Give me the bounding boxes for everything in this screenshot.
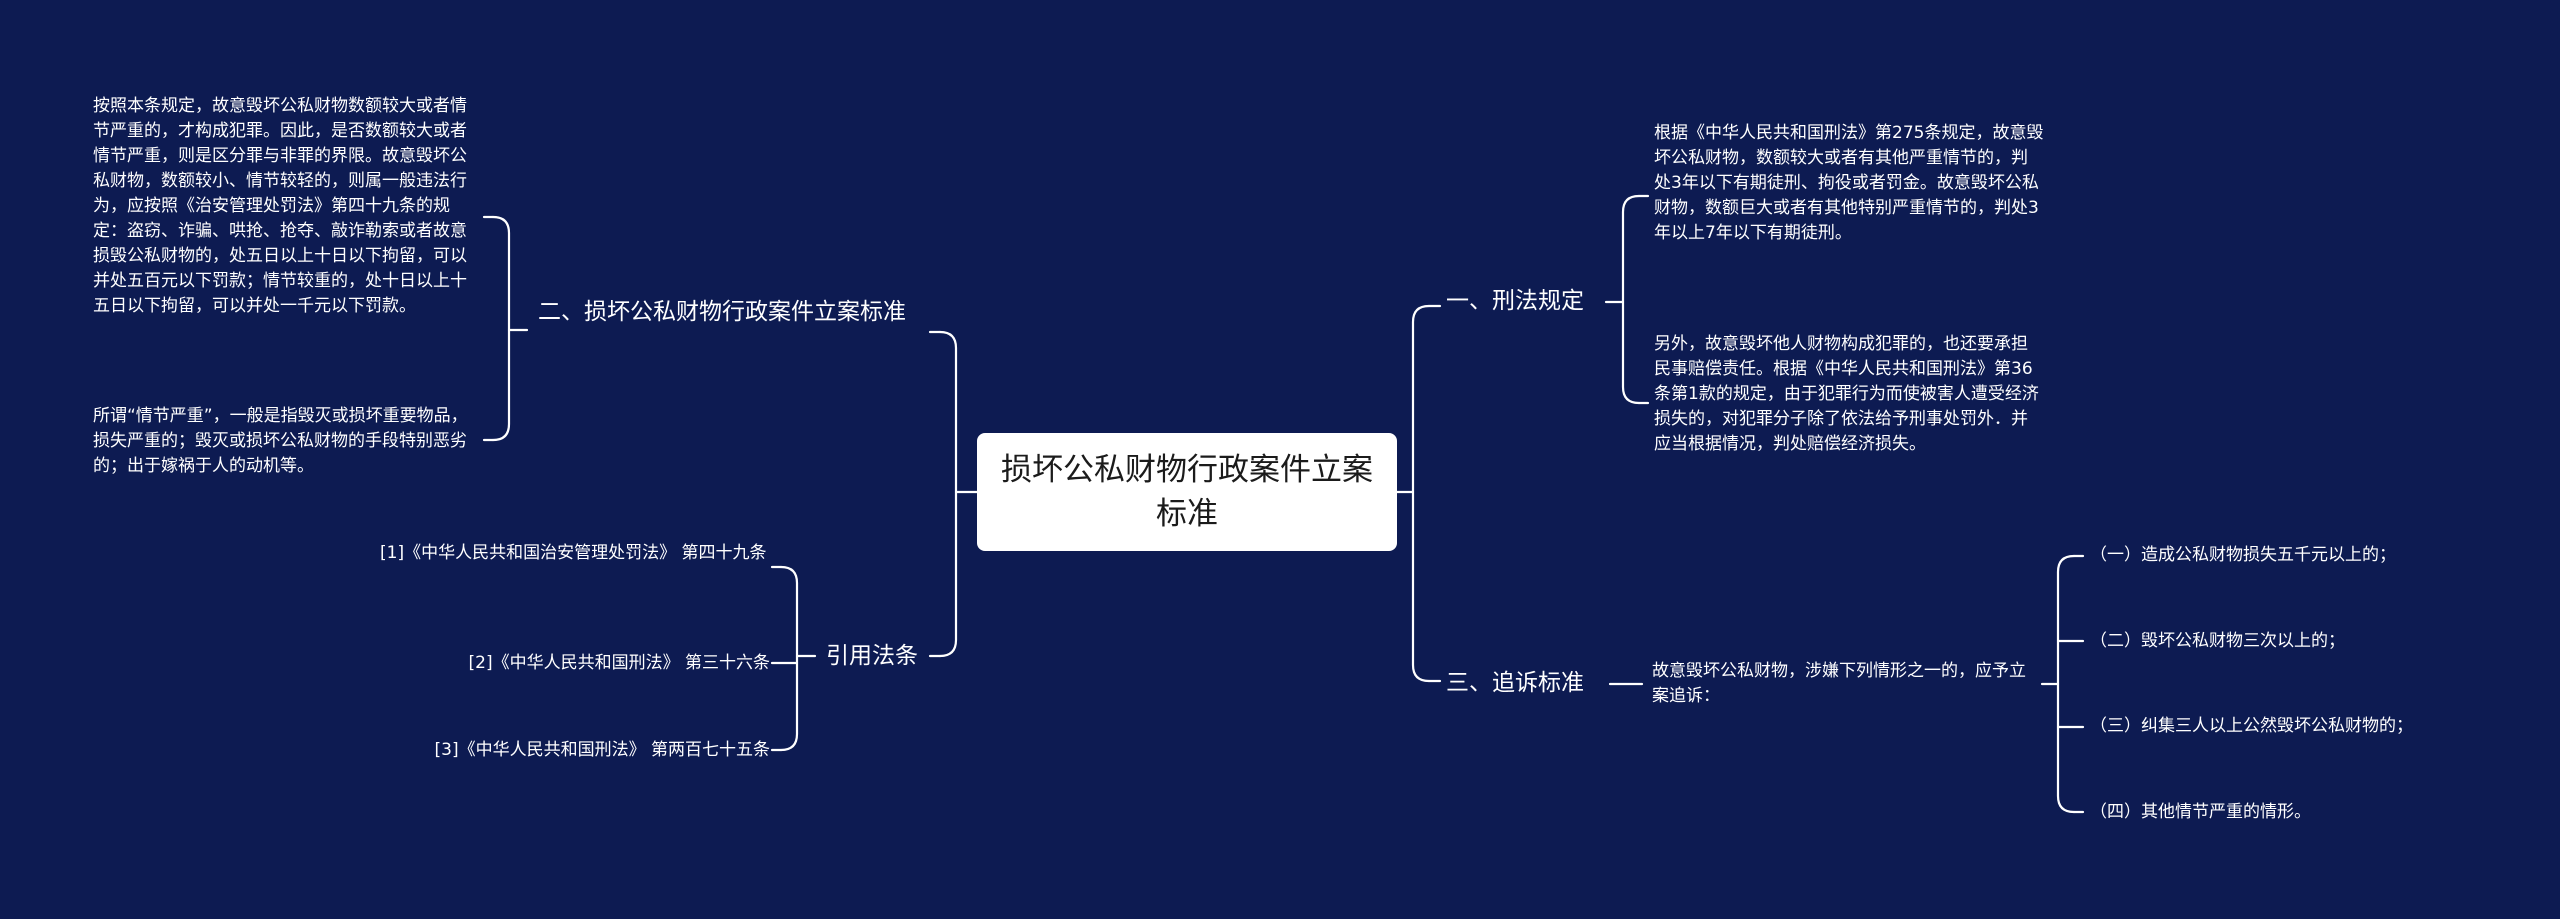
leaf-cited-law-3[interactable]: [3]《中华人民共和国刑法》 第两百七十五条 bbox=[434, 740, 770, 760]
leaf-prosecution-item-2[interactable]: （二）毁坏公私财物三次以上的； bbox=[2090, 631, 2345, 651]
leaf-prosecution-item-4[interactable]: （四）其他情节严重的情形。 bbox=[2090, 802, 2311, 822]
branch-criminal-law[interactable]: 一、刑法规定 bbox=[1446, 288, 1584, 314]
leaf-admin-serious-circumstances[interactable]: 所谓“情节严重”，一般是指毁灭或损坏重要物品，损失严重的；毁灭或损坏公私财物的手… bbox=[93, 406, 468, 476]
leaf-prosecution-intro[interactable]: 故意毁坏公私财物，涉嫌下列情形之一的，应予立案追诉： bbox=[1652, 661, 2026, 706]
connector-left-trunk bbox=[938, 330, 958, 658]
branch-admin-case-standard[interactable]: 二、损坏公私财物行政案件立案标准 bbox=[538, 299, 906, 325]
leaf-criminal-law-article-275[interactable]: 根据《中华人民共和国刑法》第275条规定，故意毁坏公私财物，数额较大或者有其他严… bbox=[1654, 123, 2044, 243]
branch-cited-laws[interactable]: 引用法条 bbox=[826, 643, 918, 669]
leaf-cited-law-2[interactable]: [2]《中华人民共和国刑法》 第三十六条 bbox=[468, 653, 770, 673]
connector-criminal-bracket bbox=[1621, 194, 1641, 405]
connector-refs-bracket bbox=[779, 565, 799, 752]
branch-prosecution-standard[interactable]: 三、追诉标准 bbox=[1446, 670, 1584, 696]
leaf-criminal-law-civil-compensation[interactable]: 另外，故意毁坏他人财物构成犯罪的，也还要承担民事赔偿责任。根据《中华人民共和国刑… bbox=[1654, 334, 2039, 454]
root-topic[interactable]: 损坏公私财物行政案件立案标准 bbox=[977, 433, 1397, 551]
leaf-prosecution-item-1[interactable]: （一）造成公私财物损失五千元以上的； bbox=[2090, 545, 2396, 565]
leaf-prosecution-item-3[interactable]: （三）纠集三人以上公然毁坏公私财物的； bbox=[2090, 716, 2413, 736]
connector-admin-bracket bbox=[491, 215, 511, 442]
connector-right-trunk bbox=[1411, 304, 1431, 683]
connector-prosecution-bracket bbox=[2056, 554, 2076, 814]
leaf-admin-article-49[interactable]: 按照本条规定，故意毁坏公私财物数额较大或者情节严重的，才构成犯罪。因此，是否数额… bbox=[93, 96, 467, 316]
leaf-cited-law-1[interactable]: [1]《中华人民共和国治安管理处罚法》 第四十九条 bbox=[380, 543, 767, 563]
